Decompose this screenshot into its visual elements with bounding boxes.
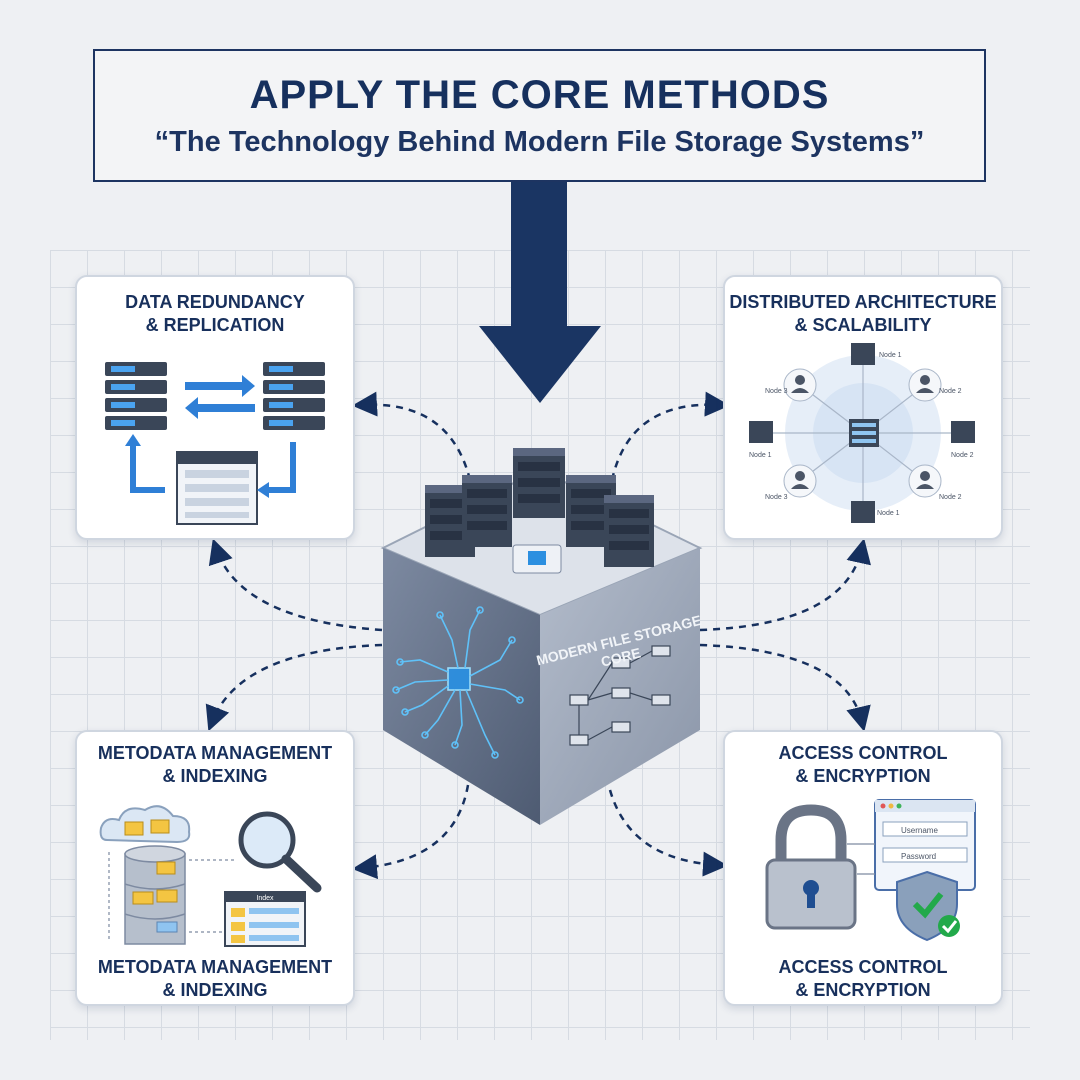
storage-core-cube	[380, 468, 703, 825]
chip-icon	[512, 544, 562, 574]
username-field: Username	[901, 826, 938, 835]
database-icon	[124, 845, 186, 945]
sync-arrows-icon	[185, 375, 255, 419]
metadata-diagram: Index	[99, 805, 322, 947]
node-label: Node 2	[939, 494, 962, 501]
page-title: APPLY THE CORE METHODS	[249, 73, 830, 117]
connector-to-access-upper	[699, 538, 871, 632]
panel-access-control: ACCESS CONTROL & ENCRYPTION Username Pas…	[723, 730, 1003, 1006]
server-node-icon	[749, 343, 975, 523]
node-label: Node 1	[879, 352, 902, 359]
check-icon	[938, 915, 960, 937]
panel-footer: ACCESS CONTROL & ENCRYPTION	[778, 957, 948, 1000]
header-box: APPLY THE CORE METHODS “The Technology B…	[93, 49, 986, 182]
page-subtitle: “The Technology Behind Modern File Stora…	[154, 126, 925, 158]
security-diagram: Username Password	[765, 799, 976, 942]
server-rack-icon	[105, 362, 167, 430]
panel-distributed-architecture: DISTRIBUTED ARCHITECTURE & SCALABILITY	[723, 275, 1003, 540]
node-label: Node 2	[951, 452, 974, 459]
index-table-label: Index	[256, 895, 274, 902]
password-field: Password	[901, 852, 936, 861]
connector-to-access-lower	[699, 643, 871, 732]
connector-to-distributed	[610, 391, 730, 481]
server-tower-icon	[462, 475, 512, 547]
circuit-icon	[392, 606, 524, 759]
panel-data-redundancy: DATA REDUNDANCY & REPLICATION	[75, 275, 355, 540]
connector-to-metadata-bottom	[352, 784, 470, 880]
connector-to-metadata-upper	[208, 538, 383, 632]
server-tower-icon	[604, 495, 654, 567]
table-icon	[176, 451, 258, 525]
panel-title: METODATA MANAGEMENT & INDEXING	[97, 743, 333, 786]
index-table-icon	[224, 891, 306, 947]
login-window-icon	[874, 799, 976, 891]
replication-diagram	[105, 362, 325, 525]
flowchart-icon	[569, 645, 671, 746]
connector-to-redundancy	[352, 391, 472, 481]
padlock-icon	[765, 804, 857, 930]
server-towers	[425, 448, 654, 567]
server-tower-icon	[513, 448, 565, 518]
node-label: Node 3	[765, 388, 788, 395]
node-label: Node 1	[877, 510, 900, 517]
down-arrow-icon	[479, 182, 601, 403]
node-label: Node 1	[749, 452, 772, 459]
panel-footer: METODATA MANAGEMENT & INDEXING	[97, 957, 333, 1000]
panel-title: DISTRIBUTED ARCHITECTURE & SCALABILITY	[729, 292, 997, 335]
network-diagram: Node 1 Node 2 Node 3 Node 1 Node 2 Node …	[749, 343, 975, 523]
central-server-icon	[849, 419, 879, 447]
server-rack-icon	[263, 362, 325, 430]
connector-to-metadata-lower	[205, 643, 383, 732]
cloud-icon	[99, 805, 191, 844]
panel-title: ACCESS CONTROL & ENCRYPTION	[778, 743, 948, 786]
magnifier-icon	[238, 811, 322, 893]
panel-metadata-management: METODATA MANAGEMENT & INDEXING	[75, 730, 355, 1006]
node-label: Node 3	[765, 494, 788, 501]
return-arrow-icon	[130, 442, 296, 493]
node-label: Node 2	[939, 388, 962, 395]
panel-title: DATA REDUNDANCY & REPLICATION	[125, 292, 305, 335]
connector-to-access-bottom	[608, 789, 728, 877]
